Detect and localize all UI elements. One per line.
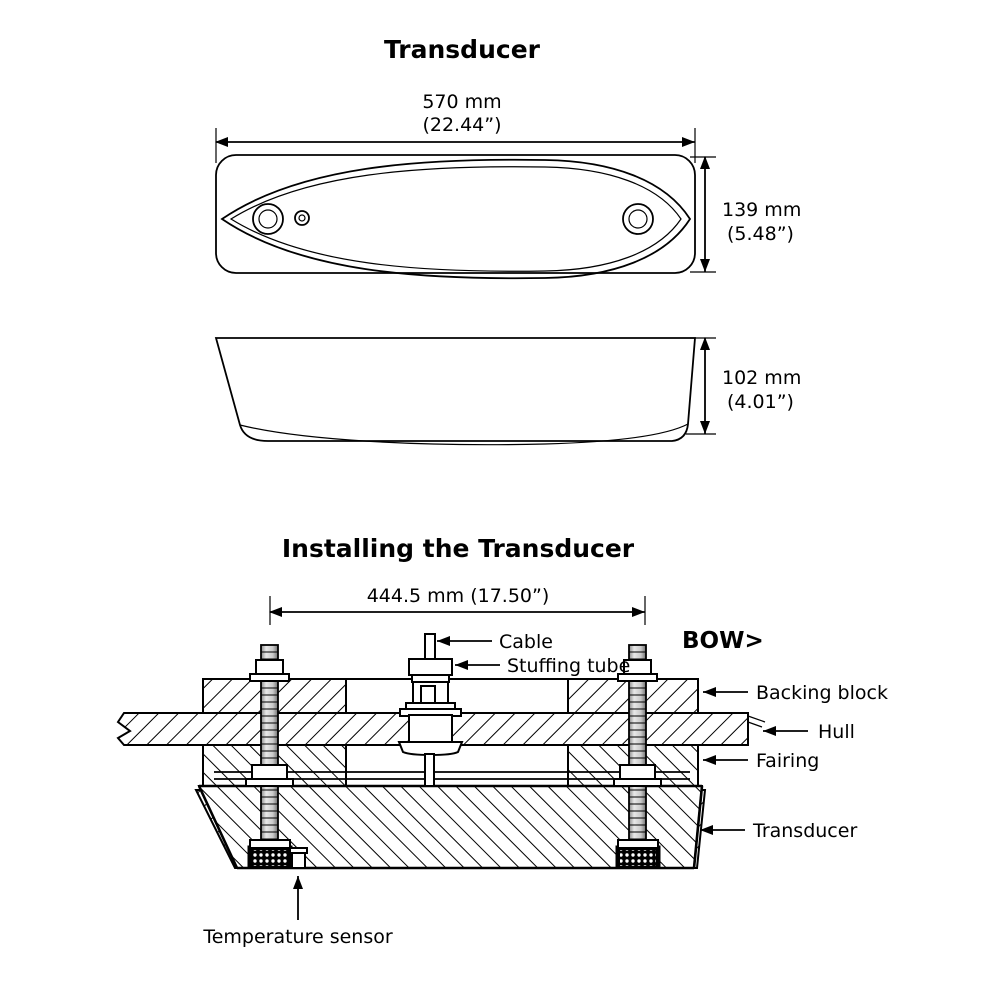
callout-temperature-sensor: Temperature sensor (202, 876, 393, 948)
dimension-height-imperial: (4.01”) (727, 391, 794, 413)
mounting-stud-right (613, 644, 662, 869)
stuffing-tube-assembly (397, 633, 464, 787)
callout-temperature-sensor-label: Temperature sensor (202, 926, 393, 948)
dimension-width: 139 mm (5.48”) (690, 156, 801, 273)
dimension-width-imperial: (5.48”) (727, 223, 794, 245)
dimension-length-metric: 570 mm (422, 91, 501, 113)
callout-stuffing-tube: Stuffing tube (455, 655, 630, 677)
bolt-hole-right (622, 203, 654, 235)
callout-fairing: Fairing (703, 750, 819, 772)
callout-transducer: Transducer (700, 820, 857, 842)
bolt-hole-left (252, 203, 284, 235)
callout-stuffing-tube-label: Stuffing tube (507, 655, 630, 677)
dimension-height: 102 mm (4.01”) (686, 337, 801, 435)
callout-backing-block-label: Backing block (756, 682, 888, 704)
installation-cross-section (116, 633, 766, 870)
callout-cable: Cable (437, 631, 553, 653)
dimension-length-imperial: (22.44”) (422, 114, 501, 136)
mounting-stud-left (245, 644, 294, 869)
dimension-bolt-spacing-text: 444.5 mm (17.50”) (367, 585, 550, 607)
dimension-bolt-spacing: 444.5 mm (17.50”) (269, 585, 646, 625)
callout-backing-block: Backing block (703, 682, 888, 704)
dimension-height-metric: 102 mm (722, 367, 801, 389)
callout-cable-label: Cable (499, 631, 553, 653)
dimension-width-metric: 139 mm (722, 199, 801, 221)
callout-transducer-label: Transducer (752, 820, 857, 842)
page-title-installing: Installing the Transducer (282, 534, 635, 563)
sensor-hole (294, 210, 310, 226)
callout-hull: Hull (763, 721, 855, 743)
callout-hull-label: Hull (818, 721, 855, 743)
cable (424, 633, 436, 663)
page-title-transducer: Transducer (384, 35, 541, 64)
dimension-length: 570 mm (22.44”) (215, 91, 696, 163)
transducer-side-view (214, 337, 696, 446)
temperature-sensor (289, 847, 308, 869)
bow-direction-marker: BOW> (682, 628, 764, 654)
callout-fairing-label: Fairing (756, 750, 819, 772)
transducer-top-view (215, 154, 696, 280)
